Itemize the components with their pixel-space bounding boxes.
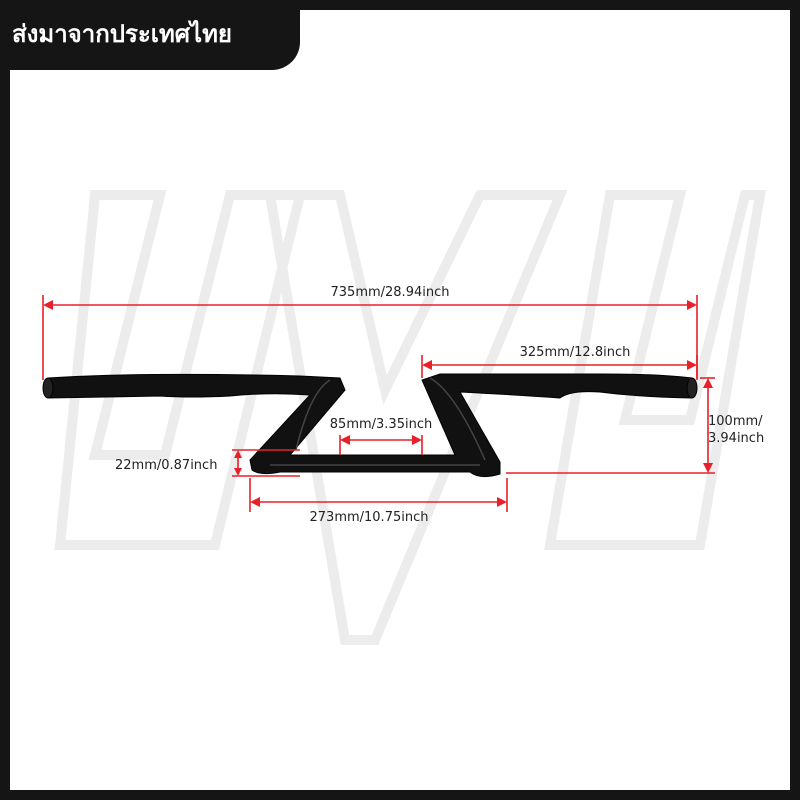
center-length-label: 85mm/3.35inch xyxy=(330,417,432,432)
grip-length-label: 325mm/12.8inch xyxy=(520,345,631,360)
dimension-lines xyxy=(42,295,715,512)
origin-banner: ส่งมาจากประเทศไทย xyxy=(0,0,300,70)
origin-banner-text: ส่งมาจากประเทศไทย xyxy=(12,20,232,48)
handlebar xyxy=(42,373,698,478)
watermark-logo xyxy=(54,190,766,645)
rise-label-line1: 100mm/ xyxy=(708,414,763,429)
rise-label-line2: 3.94inch xyxy=(708,431,764,446)
tube-diameter-label: 22mm/0.87inch xyxy=(115,458,217,473)
total-width-label: 735mm/28.94inch xyxy=(331,285,450,300)
base-width-label: 273mm/10.75inch xyxy=(310,510,429,525)
